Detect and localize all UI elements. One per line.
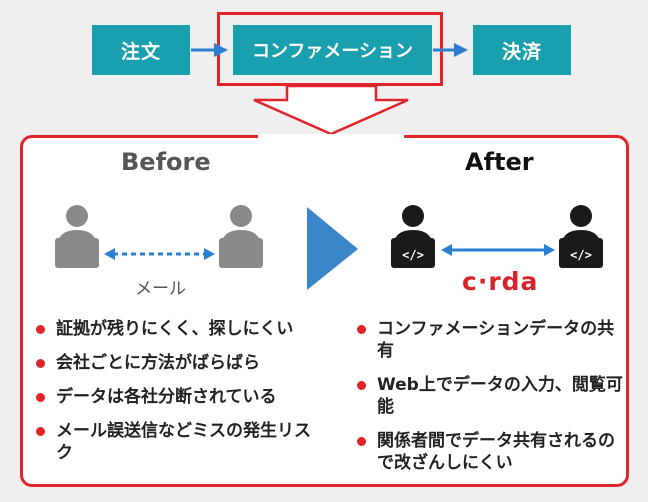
- after-point: コンファメーションデータの共有: [357, 318, 627, 362]
- data-sharing-arrow: [441, 244, 555, 256]
- transition-arrow-icon: [307, 207, 358, 290]
- before-heading: Before: [121, 148, 211, 176]
- after-person-right-icon: [559, 205, 603, 268]
- mail-label: メール: [135, 279, 186, 299]
- before-point: メール誤送信などミスの発生リスク: [36, 420, 321, 464]
- before-point: 証拠が残りにくく、探しにくい: [36, 318, 321, 340]
- code-screen-right-icon: </>: [570, 248, 592, 262]
- before-point: 会社ごとに方法がばらばら: [36, 352, 321, 374]
- after-point: Web上でデータの入力、閲覧可能: [357, 374, 627, 418]
- after-heading: After: [465, 148, 534, 176]
- after-person-left-icon: [391, 205, 435, 268]
- step-confirmation: コンファメーション: [233, 25, 432, 75]
- before-points-list: 証拠が残りにくく、探しにくい 会社ごとに方法がばらばら データは各社分断されてい…: [36, 318, 321, 476]
- flow-arrow-2: [433, 43, 468, 57]
- flow-arrow-1: [191, 43, 228, 57]
- code-screen-left-icon: </>: [402, 248, 424, 262]
- after-points-list: コンファメーションデータの共有 Web上でデータの入力、閲覧可能 関係者間でデー…: [357, 318, 627, 486]
- comparison-panel: [20, 135, 629, 487]
- after-point: 関係者間でデータ共有されるので改ざんしにくい: [357, 430, 627, 474]
- before-person-right-icon: [219, 205, 263, 268]
- step-settlement: 決済: [473, 25, 571, 75]
- before-person-left-icon: [55, 205, 99, 268]
- before-point: データは各社分断されている: [36, 386, 321, 408]
- mail-dashed-arrow: [104, 248, 215, 260]
- zoom-down-arrow: [253, 84, 409, 138]
- crda-logo: c·rda: [462, 267, 539, 296]
- step-order: 注文: [92, 25, 190, 75]
